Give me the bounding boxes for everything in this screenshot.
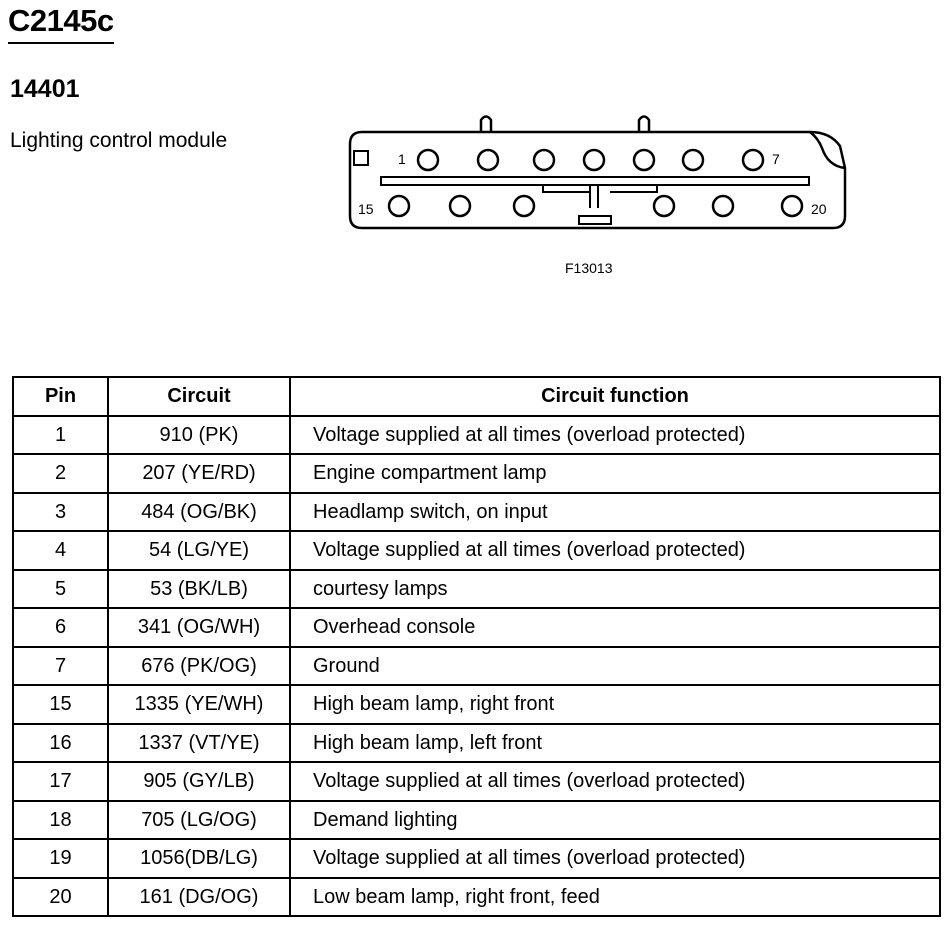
circuit-cell: 705 (LG/OG): [107, 799, 291, 840]
function-cell: Voltage supplied at all times (overload …: [289, 530, 941, 571]
pin-cell: 2: [12, 453, 109, 494]
circuit-cell: 676 (PK/OG): [107, 645, 291, 686]
table-row: 3 484 (OG/BK) Headlamp switch, on input: [12, 491, 941, 532]
header-pin: Pin: [12, 376, 109, 417]
pin-label-15: 15: [358, 201, 374, 217]
circuit-cell: 54 (LG/YE): [107, 530, 291, 571]
pin-cavity-6: [681, 148, 705, 172]
table-row: 2 207 (YE/RD) Engine compartment lamp: [12, 453, 941, 494]
pinout-table: Pin Circuit Circuit function 1 910 (PK) …: [12, 376, 941, 917]
pin-cell: 6: [12, 607, 109, 648]
polarizing-key: [542, 185, 658, 193]
corner-key: [809, 131, 846, 170]
pin-cell: 15: [12, 684, 109, 725]
table-row: 15 1335 (YE/WH) High beam lamp, right fr…: [12, 684, 941, 725]
pin-cell: 3: [12, 491, 109, 532]
pin-cell: 16: [12, 722, 109, 763]
pin-cell: 17: [12, 761, 109, 802]
pin-cavity-20: [780, 194, 804, 218]
latch-tab-right: [637, 115, 651, 132]
part-description: Lighting control module: [10, 129, 228, 152]
table-header-row: Pin Circuit Circuit function: [12, 376, 941, 417]
pin-cell: 7: [12, 645, 109, 686]
table-row: 7 676 (PK/OG) Ground: [12, 645, 941, 686]
circuit-cell: 161 (DG/OG): [107, 876, 291, 917]
circuit-cell: 484 (OG/BK): [107, 491, 291, 532]
table-row: 1 910 (PK) Voltage supplied at all times…: [12, 414, 941, 455]
circuit-cell: 207 (YE/RD): [107, 453, 291, 494]
pin-cavity-1: [416, 148, 440, 172]
pin-label-20: 20: [811, 201, 827, 217]
table-row: 16 1337 (VT/YE) High beam lamp, left fro…: [12, 722, 941, 763]
pin-cavity-5: [632, 148, 656, 172]
circuit-cell: 53 (BK/LB): [107, 568, 291, 609]
pin-cavity-2: [476, 148, 500, 172]
function-cell: High beam lamp, left front: [289, 722, 941, 763]
circuit-cell: 1335 (YE/WH): [107, 684, 291, 725]
function-cell: Engine compartment lamp: [289, 453, 941, 494]
polarizing-key-foot: [578, 215, 612, 225]
table-body: 1 910 (PK) Voltage supplied at all times…: [12, 414, 941, 917]
pin-cavity-15: [387, 194, 411, 218]
function-cell: Low beam lamp, right front, feed: [289, 876, 941, 917]
function-cell: High beam lamp, right front: [289, 684, 941, 725]
pin-cell: 1: [12, 414, 109, 455]
pin-cavity-4: [582, 148, 606, 172]
pin-label-1: 1: [398, 151, 406, 167]
pin-cavity-3: [532, 148, 556, 172]
table-row: 6 341 (OG/WH) Overhead console: [12, 607, 941, 648]
function-cell: Overhead console: [289, 607, 941, 648]
connector-id-title: C2145c: [8, 2, 114, 44]
function-cell: Voltage supplied at all times (overload …: [289, 838, 941, 879]
pin-cavity-17: [512, 194, 536, 218]
header-circuit: Circuit: [107, 376, 291, 417]
pin-cavity-16: [448, 194, 472, 218]
circuit-cell: 905 (GY/LB): [107, 761, 291, 802]
function-cell: Headlamp switch, on input: [289, 491, 941, 532]
table-row: 19 1056(DB/LG) Voltage supplied at all t…: [12, 838, 941, 879]
function-cell: Demand lighting: [289, 799, 941, 840]
center-rail: [380, 176, 810, 186]
part-number: 14401: [10, 75, 80, 103]
circuit-cell: 341 (OG/WH): [107, 607, 291, 648]
pin-cavity-18: [652, 194, 676, 218]
table-row: 17 905 (GY/LB) Voltage supplied at all t…: [12, 761, 941, 802]
pin-cell: 5: [12, 568, 109, 609]
pin-cavity-7: [741, 148, 765, 172]
pin-cell: 19: [12, 838, 109, 879]
function-cell: Voltage supplied at all times (overload …: [289, 414, 941, 455]
locating-square: [353, 150, 369, 166]
table-row: 5 53 (BK/LB) courtesy lamps: [12, 568, 941, 609]
connector-body-outline: [348, 130, 847, 230]
header-circuit-function: Circuit function: [289, 376, 941, 417]
table-row: 18 705 (LG/OG) Demand lighting: [12, 799, 941, 840]
pin-cell: 4: [12, 530, 109, 571]
function-cell: Voltage supplied at all times (overload …: [289, 761, 941, 802]
pin-cavity-19: [711, 194, 735, 218]
latch-tab-left: [479, 115, 493, 132]
circuit-cell: 1337 (VT/YE): [107, 722, 291, 763]
connector-face-diagram: 1 7 15 20: [348, 115, 847, 230]
pin-cell: 18: [12, 799, 109, 840]
figure-reference: F13013: [565, 260, 613, 276]
function-cell: Ground: [289, 645, 941, 686]
circuit-cell: 1056(DB/LG): [107, 838, 291, 879]
table-row: 20 161 (DG/OG) Low beam lamp, right fron…: [12, 876, 941, 917]
pin-label-7: 7: [772, 151, 780, 167]
table-row: 4 54 (LG/YE) Voltage supplied at all tim…: [12, 530, 941, 571]
function-cell: courtesy lamps: [289, 568, 941, 609]
polarizing-key-stem: [589, 185, 599, 208]
circuit-cell: 910 (PK): [107, 414, 291, 455]
pin-cell: 20: [12, 876, 109, 917]
